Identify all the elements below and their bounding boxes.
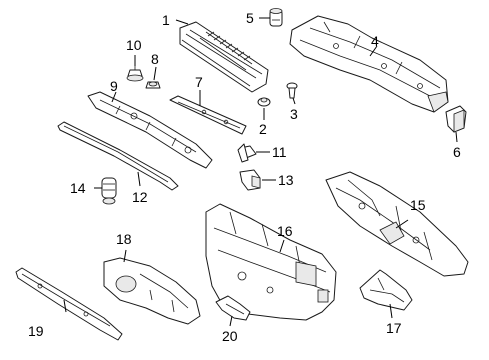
callout-3: 3 [290, 106, 298, 122]
part-15-insulator [325, 171, 469, 277]
callout-13: 13 [278, 172, 294, 188]
callout-16: 16 [277, 223, 293, 239]
callout-5: 5 [246, 10, 254, 26]
callout-17: 17 [386, 320, 402, 336]
callout-15: 15 [410, 197, 426, 213]
leader-3 [292, 97, 296, 105]
leader-12 [137, 171, 141, 187]
leader-16 [279, 239, 285, 253]
callout-2: 2 [259, 121, 267, 137]
part-cowl-grille [179, 21, 269, 93]
part-12-weatherstrip [57, 121, 179, 191]
leader-17 [389, 303, 393, 319]
part-6-bracket [445, 105, 467, 133]
part-20-bracket [215, 295, 251, 321]
part-11-pin [237, 143, 257, 163]
callout-12: 12 [132, 189, 148, 205]
callout-20: 20 [222, 328, 238, 344]
part-14-bumper [101, 177, 117, 205]
leader-18 [123, 249, 127, 263]
leader-9 [111, 91, 117, 103]
leader-1 [175, 19, 189, 25]
part-2-grommet [257, 97, 271, 107]
callout-7: 7 [195, 74, 203, 90]
part-18-insulator [103, 257, 201, 325]
callout-6: 6 [453, 144, 461, 160]
callout-14: 14 [70, 180, 86, 196]
part-8-nut [145, 81, 161, 89]
leader-8 [153, 66, 157, 81]
callout-11: 11 [272, 144, 287, 160]
callout-9: 9 [110, 78, 118, 94]
leader-15 [395, 219, 409, 229]
callout-19: 19 [28, 323, 44, 339]
callout-8: 8 [151, 51, 159, 67]
leader-20 [229, 315, 233, 327]
leader-19 [63, 299, 67, 313]
part-3-screw [286, 82, 298, 99]
callout-10: 10 [126, 37, 142, 53]
callout-4: 4 [371, 33, 379, 49]
leader-6 [455, 131, 458, 143]
part-9-bracket [87, 91, 213, 169]
part-13-clip [239, 169, 261, 191]
part-19-bar [15, 267, 123, 341]
part-16-dash-panel [205, 203, 337, 321]
part-5-stop [269, 8, 283, 27]
callout-18: 18 [116, 231, 132, 247]
part-17-pad [359, 269, 413, 311]
part-upper-cowl-panel [289, 15, 449, 113]
part-7-strip [169, 95, 247, 135]
callout-1: 1 [162, 12, 170, 28]
leader-4 [369, 45, 378, 57]
part-10-clip [126, 66, 144, 82]
